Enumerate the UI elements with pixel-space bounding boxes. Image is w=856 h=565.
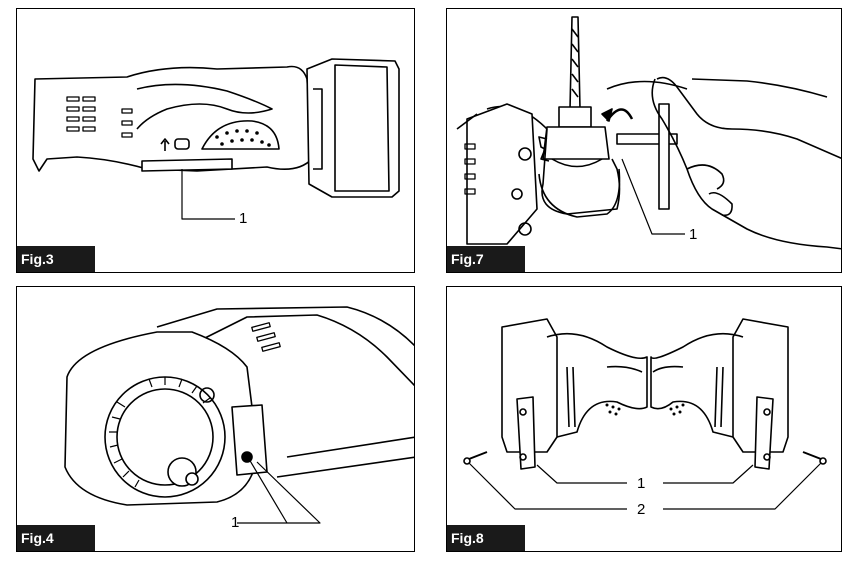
figure-label: Fig.4 xyxy=(17,525,95,551)
figure-label: Fig.7 xyxy=(447,246,525,272)
callout-number: 2 xyxy=(637,501,646,518)
callout-number: 1 xyxy=(637,475,646,492)
callout-number: 1 xyxy=(239,210,248,227)
figure-label: Fig.8 xyxy=(447,525,525,551)
figure-panel-fig7: 1 Fig.7 xyxy=(446,8,842,273)
figure-label: Fig.3 xyxy=(17,246,95,272)
figure-panel-fig8: 1 2 Fig.8 xyxy=(446,286,842,552)
chuck-key-illustration xyxy=(456,16,841,250)
figure-panel-fig4: 1 Fig.4 xyxy=(16,286,415,552)
belt-hook-installation-illustration xyxy=(463,318,827,510)
callout-number: 1 xyxy=(231,514,240,531)
figure-panel-fig3: 1 Fig.3 xyxy=(16,8,415,273)
drill-side-view-illustration xyxy=(32,58,400,220)
callout-number: 1 xyxy=(689,226,698,243)
chuck-front-view-illustration xyxy=(64,306,414,524)
